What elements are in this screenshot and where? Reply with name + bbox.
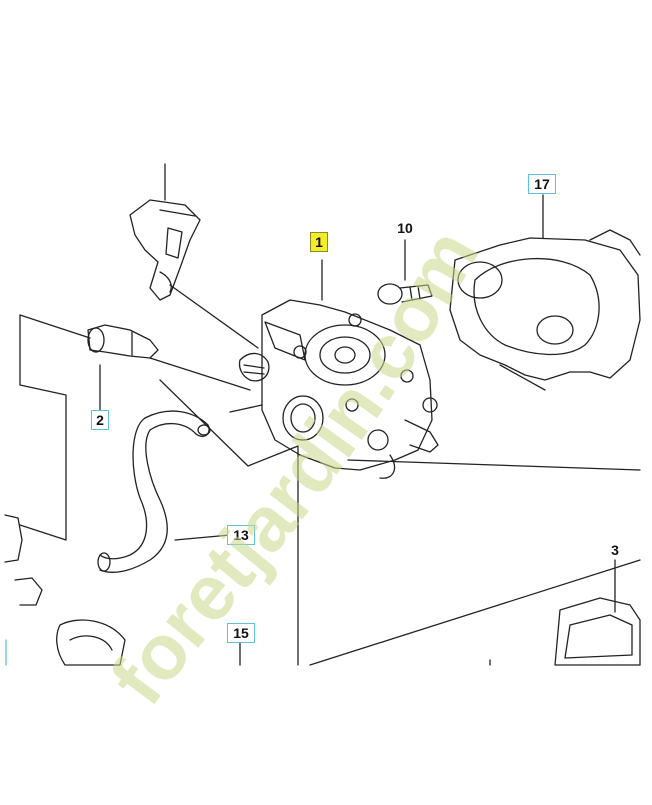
callout-1: 1 xyxy=(310,232,328,252)
carburetor-part xyxy=(238,299,439,479)
hose-part xyxy=(97,410,211,573)
leader-lines xyxy=(99,194,616,666)
cover-part xyxy=(554,597,641,666)
manifold-part xyxy=(449,229,641,391)
callout-3: 3 xyxy=(611,542,619,558)
left-edge-parts xyxy=(4,514,126,666)
screw-part xyxy=(377,283,433,305)
fitting-part xyxy=(87,324,159,359)
callout-10: 10 xyxy=(397,220,413,236)
callout-17: 17 xyxy=(528,174,556,194)
callout-2: 2 xyxy=(91,410,109,430)
frame-lines xyxy=(19,163,641,666)
bracket-part xyxy=(129,199,201,301)
callout-15: 15 xyxy=(227,623,255,643)
callout-13: 13 xyxy=(227,525,255,545)
